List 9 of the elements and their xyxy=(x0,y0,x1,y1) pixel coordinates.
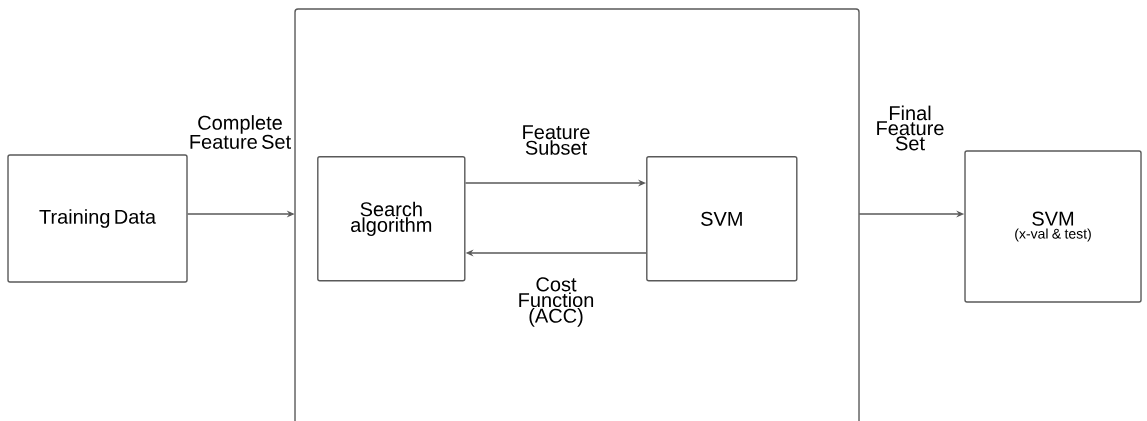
edge-label: Cost Function (ACC) xyxy=(519,277,594,327)
process-box: Search algorithm xyxy=(317,156,466,282)
container-box xyxy=(294,8,860,421)
edge-label: Complete Feature Set xyxy=(190,115,291,149)
process-box: SVM xyxy=(646,156,798,282)
process-box: SVM (x-val & test) xyxy=(964,150,1142,303)
edge-label: Feature Subset xyxy=(523,125,590,155)
edge-label: Final Feature Set xyxy=(877,105,944,151)
process-box: Training Data xyxy=(7,154,188,283)
